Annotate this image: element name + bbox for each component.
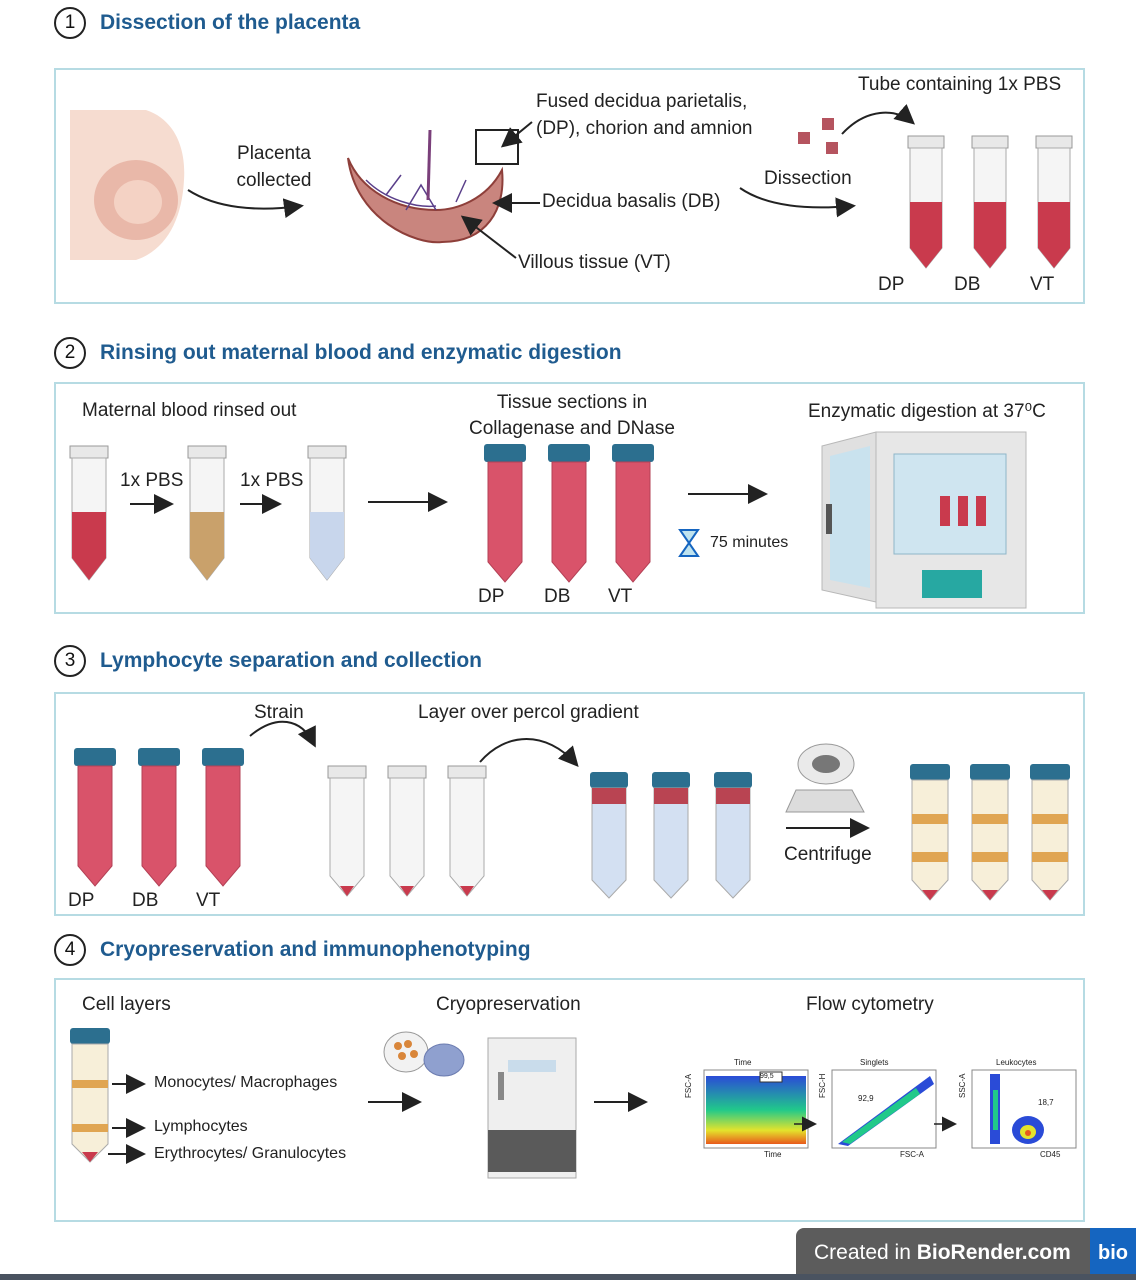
- plot-gate-value: 18,7: [1038, 1098, 1054, 1107]
- section-heading: Rinsing out maternal blood and enzymatic…: [100, 341, 622, 364]
- enzymatic-label: Enzymatic digestion at 37⁰C: [808, 401, 1046, 422]
- incubator-icon: [821, 431, 1027, 609]
- percoll-tubes-icon: [590, 772, 752, 899]
- maternal-blood-label: Maternal blood rinsed out: [82, 400, 297, 421]
- plot-title: Singlets: [860, 1058, 889, 1067]
- panel-separation: Strain Layer over percol gradient Centri…: [54, 692, 1085, 916]
- plot-title: Leukocytes: [996, 1058, 1037, 1067]
- section-4-title: 4 Cryopreservation and immunophenotyping: [54, 931, 531, 969]
- biorender-logo-icon: bio: [1090, 1228, 1136, 1278]
- layered-tubes-icon: [910, 764, 1070, 901]
- tube-label-dp: DP: [68, 890, 95, 911]
- label-line: Tissue sections in: [496, 392, 648, 413]
- section-3-title: 3 Lymphocyte separation and collection: [54, 642, 482, 680]
- strain-label: Strain: [254, 702, 304, 723]
- centrifuge-label: Centrifuge: [784, 844, 872, 865]
- pregnant-woman-icon: [70, 110, 185, 260]
- step-number: 2: [54, 337, 86, 369]
- plot-ylabel: SSC-A: [958, 1073, 967, 1098]
- plot-xlabel: CD45: [1040, 1150, 1061, 1159]
- tube-pbs-label: Tube containing 1x PBS: [858, 74, 1062, 95]
- plot-xlabel: Time: [764, 1150, 782, 1159]
- biorender-credit[interactable]: Created in BioRender.com bio: [796, 1228, 1136, 1278]
- cryopreservation-label: Cryopreservation: [436, 994, 581, 1015]
- flow-plot-leukocytes: [971, 1069, 1077, 1149]
- freezer-icon: [487, 1037, 577, 1179]
- tube-label-vt: VT: [1030, 274, 1055, 295]
- rinse-tubes-icon: [69, 445, 347, 581]
- section-heading: Cryopreservation and immunophenotyping: [100, 938, 531, 961]
- erythrocytes-label: Erythrocytes/ Granulocytes: [154, 1145, 347, 1162]
- dissection-label: Dissection: [764, 168, 852, 189]
- duration-label: 75 minutes: [710, 534, 789, 551]
- section-heading: Dissection of the placenta: [100, 11, 361, 34]
- label-line: (DP), chorion and amnion: [536, 118, 753, 139]
- tube-label-dp: DP: [878, 274, 905, 295]
- plot-gate-value: 92,9: [858, 1094, 874, 1103]
- collagenase-tubes-icon: [484, 444, 654, 583]
- digested-tubes-icon: [74, 748, 244, 887]
- step-number: 1: [54, 7, 86, 39]
- cryo-vials-icon: [383, 1031, 465, 1077]
- cell-layers-tube-icon: [70, 1028, 110, 1163]
- plot-ylabel: FSC-H: [818, 1073, 827, 1098]
- label-line: Placenta: [237, 143, 311, 164]
- step-number: 4: [54, 934, 86, 966]
- tube-label-dp: DP: [478, 586, 505, 607]
- cryo-illustration: [70, 1028, 1077, 1179]
- flow-plot-singlets: [831, 1069, 937, 1149]
- section-1-title: 1 Dissection of the placenta: [54, 4, 360, 42]
- section-heading: Lymphocyte separation and collection: [100, 649, 482, 672]
- panel-rinsing: Maternal blood rinsed out 1x PBS 1x PBS …: [54, 382, 1085, 614]
- plot-xlabel: FSC-A: [900, 1150, 924, 1159]
- pbs-wash-1-label: 1x PBS: [120, 470, 184, 491]
- flow-plot-time: [703, 1069, 809, 1149]
- step-number: 3: [54, 645, 86, 677]
- panel-dissection: Placenta collected Fused decidua parieta…: [54, 68, 1085, 304]
- pbs-wash-2-label: 1x PBS: [240, 470, 304, 491]
- layer-percol-label: Layer over percol gradient: [418, 702, 639, 723]
- credit-text: Created in BioRender.com: [814, 1241, 1071, 1265]
- tube-label-vt: VT: [196, 890, 221, 911]
- tissue-sections-label: Tissue sections in Collagenase and DNase: [452, 390, 692, 442]
- credit-prefix: Created in: [814, 1241, 917, 1264]
- lymphocytes-label: Lymphocytes: [154, 1118, 248, 1135]
- tube-label-vt: VT: [608, 586, 633, 607]
- fused-decidua-label: Fused decidua parietalis, (DP), chorion …: [536, 88, 753, 142]
- cell-layers-label: Cell layers: [82, 994, 171, 1015]
- plot-gate-value: 99,5: [760, 1073, 774, 1080]
- hourglass-icon: [678, 529, 700, 557]
- bottom-bar: [0, 1274, 1136, 1280]
- tube-label-db: DB: [954, 274, 981, 295]
- villous-tissue-label: Villous tissue (VT): [518, 252, 671, 273]
- placenta-collected-label: Placenta collected: [224, 140, 324, 194]
- separation-illustration: [74, 720, 1070, 901]
- monocytes-label: Monocytes/ Macrophages: [154, 1074, 338, 1091]
- rinsing-illustration: [69, 431, 1027, 609]
- label-line: Fused decidua parietalis,: [536, 91, 748, 112]
- label-line: collected: [236, 170, 312, 191]
- label-line: Collagenase and DNase: [469, 418, 675, 439]
- plot-title: Time: [734, 1058, 752, 1067]
- credit-brand: BioRender.com: [916, 1241, 1071, 1264]
- pbs-tubes-icon: [907, 135, 1073, 269]
- strained-tubes-icon: [327, 765, 487, 897]
- tube-label-db: DB: [132, 890, 159, 911]
- decidua-basalis-label: Decidua basalis (DB): [542, 191, 721, 212]
- section-2-title: 2 Rinsing out maternal blood and enzymat…: [54, 334, 622, 372]
- plot-ylabel: FSC-A: [684, 1074, 693, 1098]
- flow-cytometry-label: Flow cytometry: [806, 994, 934, 1015]
- panel-cryopreservation: Cell layers Cryopreservation Flow cytome…: [54, 978, 1085, 1222]
- placenta-icon: [347, 129, 519, 244]
- dissection-illustration: [70, 103, 1073, 269]
- centrifuge-icon: [785, 743, 865, 813]
- tube-label-db: DB: [544, 586, 571, 607]
